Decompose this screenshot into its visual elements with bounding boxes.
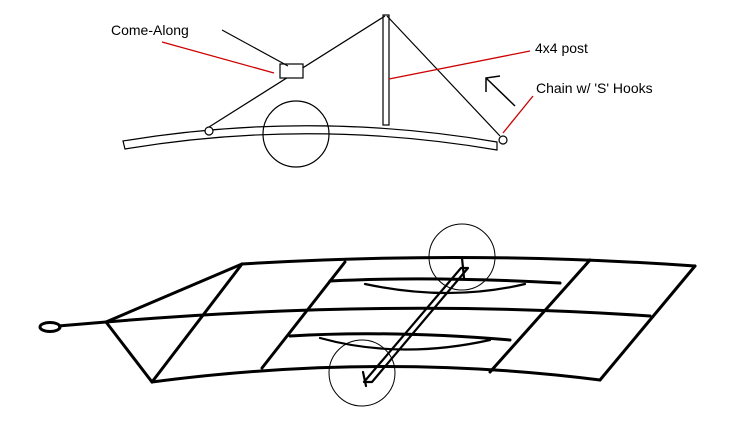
come-along-label: Come-Along [111,22,189,38]
post-callout [388,50,531,80]
frame-rear-edge [598,264,697,382]
cross-member-1 [260,260,347,370]
tongue-right-rail [104,320,154,384]
come-along-leader [221,29,289,67]
tongue-cross-brace [150,262,244,384]
cross-member-2 [488,258,592,374]
upper-spring-highlight-circle [428,223,496,291]
lower-spring-highlight-circle [328,339,396,407]
lay-post-bottom [361,370,368,388]
tongue-left-rail [104,262,244,324]
chain-label: Chain w/ 'S' Hooks [536,80,653,96]
post [382,14,390,126]
axle-highlight-circle [262,100,330,168]
frame-far-rail [240,255,697,268]
rear-anchor-point [498,135,508,145]
come-along-box [279,63,304,79]
come-along-callout [161,41,275,74]
axle-rail-lower [288,332,512,342]
axle-rail-upper [328,277,562,285]
chain-line-rear [386,15,501,137]
hitch-ring [38,321,62,333]
leaf-spring-lower [318,336,492,351]
side-frame-rail [122,125,498,151]
lay-post [362,266,470,384]
hitch-stem [57,320,107,328]
frame-center-rail [104,306,652,324]
chain-callout [502,95,534,134]
lay-post-top [460,256,466,280]
post-label: 4x4 post [535,40,588,56]
lift-arrow [485,75,516,107]
